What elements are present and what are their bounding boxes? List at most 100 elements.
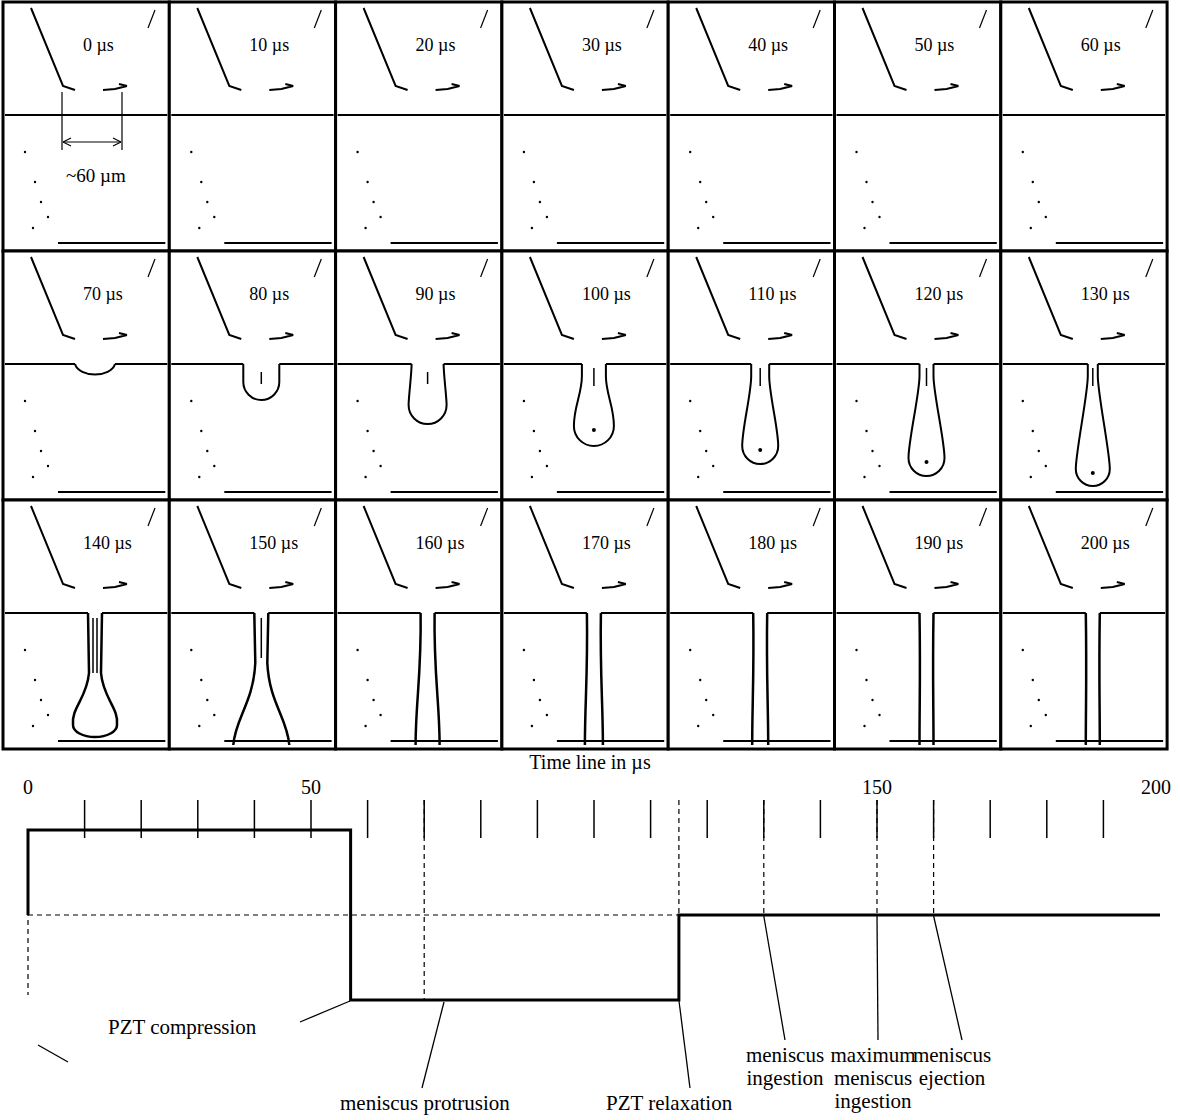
dimension-label: ~60 µm <box>66 166 126 187</box>
nozzle-wall <box>148 10 155 28</box>
meniscus-line <box>504 612 587 614</box>
speck <box>699 430 701 432</box>
meniscus-line <box>5 363 75 365</box>
axis-number: 0 <box>23 776 33 798</box>
substrate-line <box>1056 491 1163 493</box>
droplet-outline <box>601 613 603 745</box>
speck <box>855 151 857 153</box>
video-frame <box>502 251 668 500</box>
leader-line <box>422 1002 444 1088</box>
speck <box>379 216 381 218</box>
meniscus-line <box>115 363 167 365</box>
speck <box>356 400 358 402</box>
nozzle-wall <box>1029 506 1073 588</box>
meniscus-line <box>837 612 920 614</box>
substrate-line <box>557 740 664 742</box>
time-tick <box>84 800 86 838</box>
dimension-tick <box>61 92 62 150</box>
speck <box>523 649 525 651</box>
frame-border <box>3 251 169 500</box>
nozzle-wall <box>436 582 460 588</box>
droplet-core <box>593 368 595 386</box>
meniscus-line <box>1100 612 1165 614</box>
meniscus-line <box>606 363 666 365</box>
speck <box>697 725 699 727</box>
speck <box>1045 216 1047 218</box>
substrate-line <box>391 491 498 493</box>
speck <box>705 699 707 701</box>
droplet-core <box>96 618 98 673</box>
time-stamp: 70 µs <box>83 285 123 305</box>
nozzle-wall <box>314 259 321 277</box>
nozzle-wall <box>696 257 740 339</box>
time-tick <box>140 800 142 838</box>
droplet-core <box>261 618 263 658</box>
substrate-line <box>557 242 664 244</box>
droplet-outline <box>267 613 289 745</box>
nozzle-wall <box>148 508 155 526</box>
frame-border <box>336 2 502 251</box>
nozzle-wall <box>148 259 155 277</box>
time-stamp: 50 µs <box>915 36 955 56</box>
droplet-outline <box>434 613 439 745</box>
droplet-outline <box>233 613 255 745</box>
speck <box>533 679 535 681</box>
speck <box>523 151 525 153</box>
speck <box>865 679 867 681</box>
speck <box>531 725 533 727</box>
substrate-line <box>890 491 997 493</box>
substrate-line <box>391 740 498 742</box>
droplet-core <box>592 428 596 432</box>
speck <box>190 151 192 153</box>
droplet-core <box>759 368 761 386</box>
video-frame <box>1001 500 1167 749</box>
nozzle-wall <box>314 508 321 526</box>
video-frame <box>668 2 834 251</box>
video-frame <box>169 251 335 500</box>
droplet-outline <box>742 364 778 464</box>
speck <box>366 679 368 681</box>
speck <box>34 430 36 432</box>
nozzle-wall <box>481 259 488 277</box>
axis-number: 200 <box>1141 776 1171 798</box>
nozzle-wall <box>481 10 488 28</box>
time-tick <box>706 800 708 838</box>
nozzle-wall <box>980 10 987 28</box>
nozzle-wall <box>813 508 820 526</box>
speck <box>372 201 374 203</box>
nozzle-wall <box>647 508 654 526</box>
time-marker-dashed <box>876 800 877 915</box>
time-stamp: 20 µs <box>416 36 456 56</box>
speck <box>689 400 691 402</box>
meniscus-line <box>504 114 666 116</box>
meniscus-line <box>837 363 920 365</box>
dimension-tick <box>121 92 122 150</box>
speck <box>699 679 701 681</box>
speck <box>689 649 691 651</box>
speck <box>356 151 358 153</box>
speck <box>206 699 208 701</box>
speck <box>712 216 714 218</box>
nozzle-wall <box>1029 8 1073 90</box>
nozzle-wall <box>696 506 740 588</box>
frame-border <box>1001 251 1167 500</box>
meniscus-line <box>1098 363 1165 365</box>
speck <box>366 181 368 183</box>
speck <box>379 714 381 716</box>
time-marker-dashed <box>424 800 425 1000</box>
time-stamp: 150 µs <box>249 534 298 554</box>
droplet-core <box>758 448 762 452</box>
nozzle-wall <box>863 8 907 90</box>
nozzle-wall <box>1101 333 1125 339</box>
droplet-outline <box>1076 364 1110 486</box>
speck <box>863 227 865 229</box>
speck <box>1032 430 1034 432</box>
speck <box>531 227 533 229</box>
time-tick <box>650 800 652 838</box>
meniscus-line <box>102 612 167 614</box>
speck <box>24 649 26 651</box>
frame-border <box>1001 2 1167 251</box>
frame-border <box>502 500 668 749</box>
nozzle-wall <box>863 506 907 588</box>
speck <box>40 201 42 203</box>
